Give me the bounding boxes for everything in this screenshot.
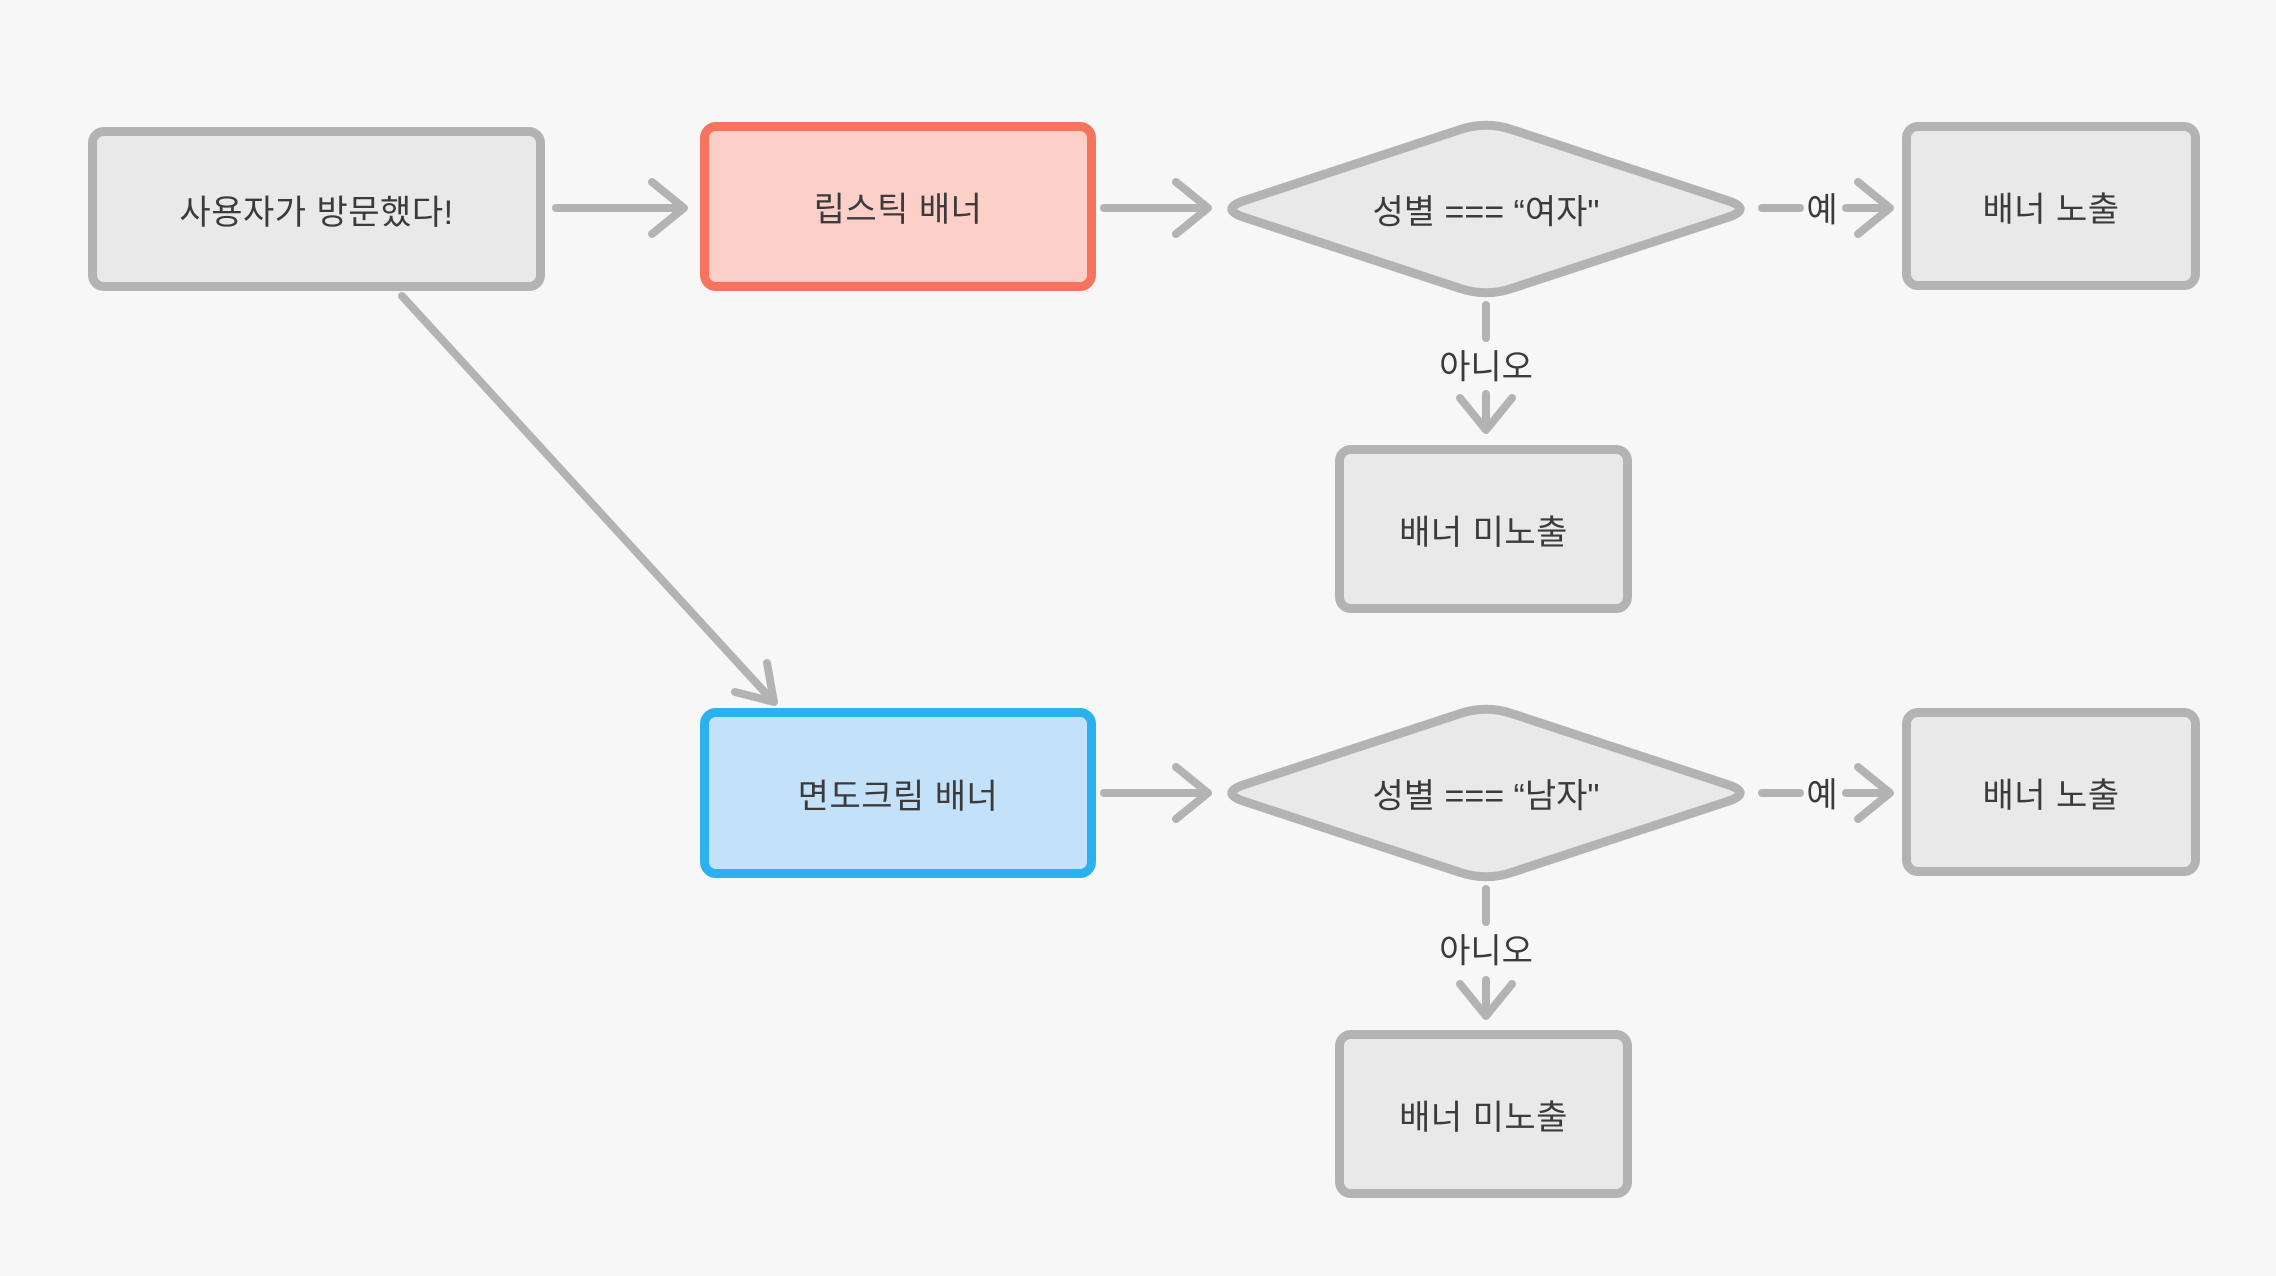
arrowhead-right-icon — [1172, 763, 1212, 823]
edge-female-no-to-hidden — [1456, 301, 1516, 434]
node-start-label: 사용자가 방문했다! — [179, 193, 454, 232]
node-start: 사용자가 방문했다! — [88, 127, 545, 291]
arrowhead-right-icon — [1854, 178, 1894, 238]
edge-label-yes-2: 예 — [1806, 776, 1838, 815]
node-lipstick-banner-label: 립스틱 배너 — [813, 191, 983, 229]
edge-female-yes-to-shown — [1758, 178, 1894, 238]
edge-label-no-1: 아니오 — [1439, 348, 1533, 387]
node-banner-shown-1-label: 배너 노출 — [1982, 190, 2120, 229]
node-banner-shown-1: 배너 노출 — [1902, 122, 2200, 290]
decision-male-shape — [1227, 704, 1745, 882]
node-banner-shown-2-label: 배너 노출 — [1982, 776, 2120, 815]
decision-female-shape — [1227, 120, 1745, 298]
edge-label-no-2: 아니오 — [1439, 932, 1533, 971]
edge-male-yes-to-shown — [1758, 763, 1894, 823]
decision-female-label: 성별 === “여자" — [1372, 193, 1600, 232]
edge-male-no-to-hidden — [1456, 885, 1516, 1020]
arrowhead-down-icon — [1456, 980, 1516, 1020]
node-banner-hidden-1-label: 배너 미노출 — [1399, 513, 1568, 552]
node-banner-hidden-2-label: 배너 미노출 — [1399, 1098, 1568, 1137]
edge-start-to-lipstick — [552, 178, 688, 238]
arrowhead-down-icon — [1456, 394, 1516, 434]
edge-label-yes-1: 예 — [1806, 191, 1838, 230]
arrowhead-right-icon — [1854, 763, 1894, 823]
arrowhead-right-icon — [648, 178, 688, 238]
arrowhead-diagonal-icon — [731, 659, 778, 706]
node-shaving-banner-label: 면도크림 배너 — [797, 777, 999, 816]
edge-shaving-to-male-check — [1100, 763, 1212, 823]
node-banner-hidden-1: 배너 미노출 — [1335, 445, 1632, 613]
decision-male-label: 성별 === “남자" — [1372, 777, 1600, 816]
edge-start-to-shaving — [398, 292, 778, 706]
node-banner-shown-2: 배너 노출 — [1902, 708, 2200, 876]
node-banner-hidden-2: 배너 미노출 — [1335, 1030, 1632, 1198]
node-shaving-banner: 면도크림 배너 — [700, 708, 1096, 878]
arrowhead-right-icon — [1172, 178, 1212, 238]
edge-lipstick-to-female-check — [1100, 178, 1212, 238]
node-lipstick-banner: 립스틱 배너 — [700, 122, 1096, 291]
